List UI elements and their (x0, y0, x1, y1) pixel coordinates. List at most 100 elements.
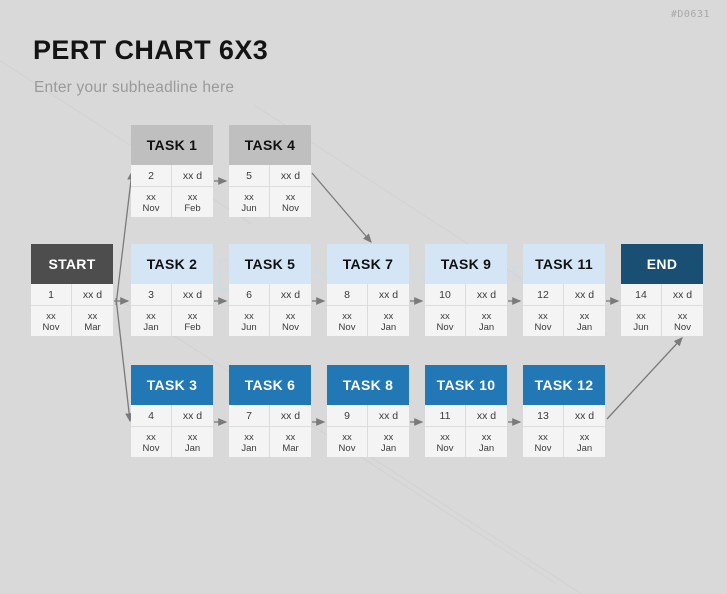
node-number-task10: 11 (425, 405, 466, 427)
node-number-start: 1 (31, 284, 72, 306)
node-end-date-day-task3: xx (187, 431, 198, 443)
node-number-task1: 2 (131, 165, 172, 187)
node-duration-task5: xx d (270, 284, 311, 306)
node-header-task7: TASK 7 (327, 244, 409, 284)
node-header-task10: TASK 10 (425, 365, 507, 405)
node-header-task5: TASK 5 (229, 244, 311, 284)
connector-start-to-task1 (115, 170, 135, 306)
node-end-date-month-task2: Feb (184, 321, 201, 333)
node-duration-task11: xx d (564, 284, 605, 306)
node-number-end: 14 (621, 284, 662, 306)
node-start-date-day-task10: xx (440, 431, 450, 443)
node-end-date-month-task1: Feb (184, 202, 201, 214)
page-subtitle: Enter your subheadline here (34, 79, 235, 96)
node-duration-task3: xx d (172, 405, 213, 427)
node-start-date-month-task4: Jun (241, 202, 257, 214)
node-end-date-day-task1: xx (187, 191, 198, 203)
node-start-date-month-task9: Nov (436, 321, 454, 333)
node-header-task12: TASK 12 (523, 365, 605, 405)
node-duration-start: xx d (72, 284, 113, 306)
node-number-task11: 12 (523, 284, 564, 306)
node-duration-end: xx d (662, 284, 703, 306)
node-start-date-month-task8: Nov (338, 442, 356, 454)
node-end-date-day-task9: xx (481, 310, 492, 322)
node-header-task6: TASK 6 (229, 365, 311, 405)
page-title: PERT CHART 6X3 (33, 35, 269, 65)
node-start-date-month-task7: Nov (338, 321, 356, 333)
node-start-date-day-start: xx (46, 310, 56, 322)
node-start-date-day-task11: xx (538, 310, 548, 322)
node-start-date-month-start: Nov (42, 321, 60, 333)
node-start-date-month-task3: Nov (142, 442, 160, 454)
node-duration-task1: xx d (172, 165, 213, 187)
node-end-date-month-task7: Jan (380, 321, 397, 333)
node-number-task5: 6 (229, 284, 270, 306)
node-end-date-month-end: Nov (674, 321, 691, 333)
node-number-task6: 7 (229, 405, 270, 427)
node-duration-task10: xx d (466, 405, 507, 427)
node-end-date-month-task5: Nov (282, 321, 299, 333)
node-start-date-month-task6: Jan (241, 442, 257, 454)
node-number-task8: 9 (327, 405, 368, 427)
slide-canvas: #D0631 PERT CHART 6X3 Enter your subhead… (31, 9, 710, 457)
node-end-date-day-task11: xx (579, 310, 590, 322)
node-duration-task4: xx d (270, 165, 311, 187)
node-start-date-day-task9: xx (440, 310, 450, 322)
node-start-date-month-task5: Jun (241, 321, 257, 333)
node-start-date-month-task1: Nov (142, 202, 160, 214)
node-start-date-day-task12: xx (538, 431, 548, 443)
node-duration-task7: xx d (368, 284, 409, 306)
node-start-date-day-end: xx (636, 310, 646, 322)
node-end-date-day-task8: xx (383, 431, 394, 443)
node-start-date-month-task11: Nov (534, 321, 552, 333)
connector-task12-to-end (606, 337, 683, 420)
node-start-date-day-task3: xx (146, 431, 156, 443)
node-start-date-month-task12: Nov (534, 442, 552, 454)
